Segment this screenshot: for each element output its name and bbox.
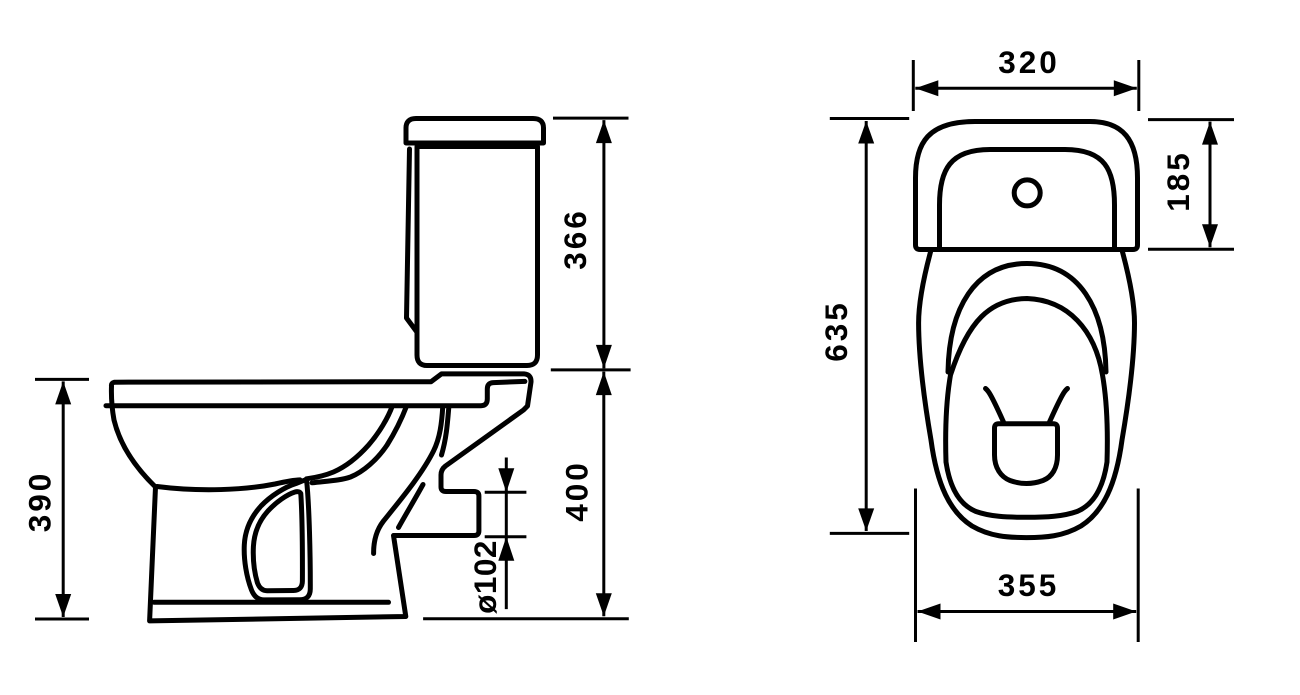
svg-text:320: 320: [998, 44, 1060, 80]
svg-text:390: 390: [22, 471, 58, 533]
svg-text:185: 185: [1160, 150, 1196, 212]
svg-text:366: 366: [557, 208, 593, 270]
svg-text:635: 635: [818, 300, 854, 362]
svg-text:400: 400: [559, 460, 595, 522]
svg-text:ø102: ø102: [467, 540, 503, 614]
svg-text:355: 355: [998, 567, 1060, 603]
